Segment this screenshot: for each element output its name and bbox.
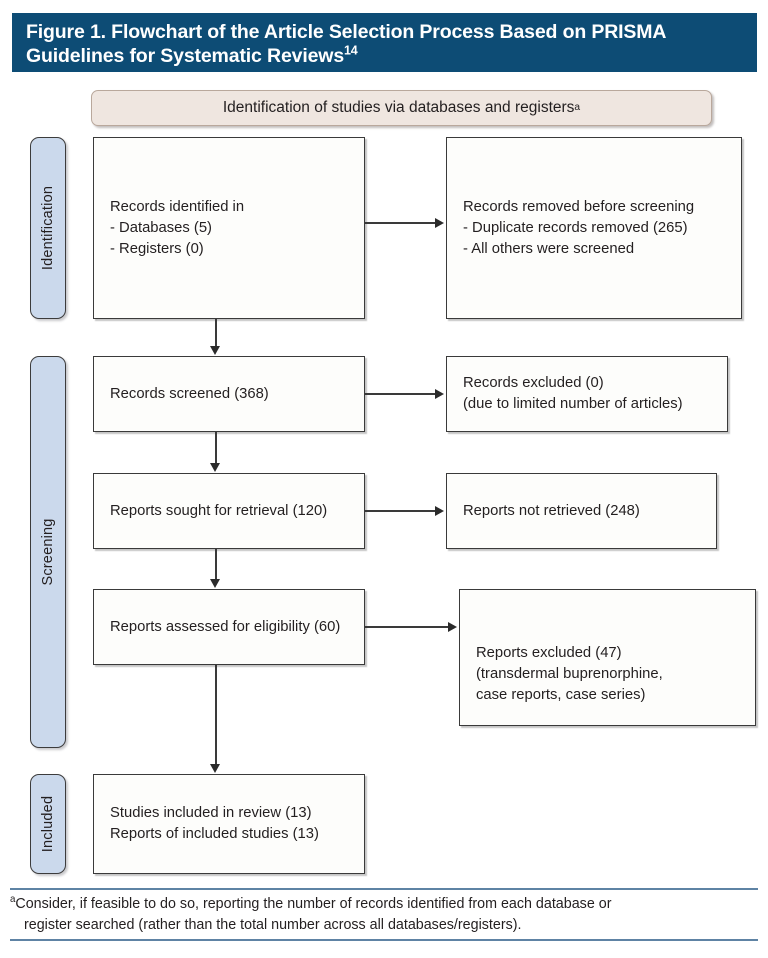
arrowhead-down-icon (209, 764, 220, 773)
connector-sought-to-not-retrieved (365, 510, 436, 512)
connector-assessed-to-reports-excluded (365, 626, 449, 628)
node-included-studies-text: Studies included in review (13) Reports … (110, 805, 319, 842)
node-records-removed-before-screening: Records removed before screening - Dupli… (446, 137, 742, 319)
figure-title-reference-superscript: 14 (344, 43, 358, 58)
footnote-rule-bottom (10, 939, 758, 941)
connector-identified-to-removed (365, 222, 436, 224)
figure-title-banner: Figure 1. Flowchart of the Article Selec… (12, 13, 757, 72)
identification-section-banner: Identification of studies via databases … (91, 90, 712, 126)
node-records-identified-text: Records identified in - Databases (5) - … (110, 198, 245, 257)
phase-tab-identification: Identification (30, 137, 66, 319)
identification-section-banner-label: Identification of studies via databases … (222, 99, 575, 116)
connector-assessed-to-included (215, 665, 217, 765)
arrowhead-right-icon (448, 621, 457, 632)
footnote-rule-top (10, 888, 758, 890)
arrowhead-down-icon (209, 463, 220, 472)
arrowhead-right-icon (435, 217, 444, 228)
connector-sought-to-assessed (215, 549, 217, 580)
figure-title-line-2: Guidelines for Systematic Reviews (26, 45, 345, 67)
node-reports-sought-text: Reports sought for retrieval (120) (110, 502, 328, 519)
footnote-marker: a (10, 894, 16, 906)
node-records-screened: Records screened (368) (93, 356, 365, 432)
figure-footnote: aConsider, if feasible to do so, reporti… (10, 894, 750, 936)
figure-title-line-1: Figure 1. Flowchart of the Article Selec… (26, 21, 667, 43)
node-reports-sought-for-retrieval: Reports sought for retrieval (120) (93, 473, 365, 549)
node-records-excluded-text: Records excluded (0) (due to limited num… (463, 375, 683, 412)
phase-tab-screening-label: Screening (40, 518, 56, 586)
footnote-line-1: Consider, if feasible to do so, reportin… (15, 896, 612, 912)
node-reports-not-retrieved: Reports not retrieved (248) (446, 473, 717, 549)
connector-identified-to-screened (215, 319, 217, 347)
node-reports-excluded-text: Reports excluded (47) (transdermal bupre… (476, 645, 663, 703)
connector-screened-to-excluded (365, 393, 436, 395)
node-records-screened-text: Records screened (368) (110, 385, 269, 402)
phase-tab-included-label: Included (40, 795, 56, 853)
node-reports-assessed-text: Reports assessed for eligibility (60) (110, 618, 341, 635)
connector-screened-to-sought (215, 432, 217, 464)
arrowhead-right-icon (435, 505, 444, 516)
arrowhead-down-icon (209, 579, 220, 588)
node-reports-assessed-for-eligibility: Reports assessed for eligibility (60) (93, 589, 365, 665)
arrowhead-right-icon (435, 388, 444, 399)
arrowhead-down-icon (209, 346, 220, 355)
node-records-excluded: Records excluded (0) (due to limited num… (446, 356, 728, 432)
node-studies-included-in-review: Studies included in review (13) Reports … (93, 774, 365, 874)
node-records-removed-text: Records removed before screening - Dupli… (463, 198, 695, 257)
phase-tab-identification-label: Identification (40, 185, 56, 271)
node-reports-excluded: Reports excluded (47) (transdermal bupre… (459, 589, 756, 726)
footnote-line-2: register searched (rather than the total… (24, 917, 522, 933)
phase-tab-screening: Screening (30, 356, 66, 748)
node-reports-not-retrieved-text: Reports not retrieved (248) (463, 502, 640, 519)
node-records-identified: Records identified in - Databases (5) - … (93, 137, 365, 319)
phase-tab-included: Included (30, 774, 66, 874)
